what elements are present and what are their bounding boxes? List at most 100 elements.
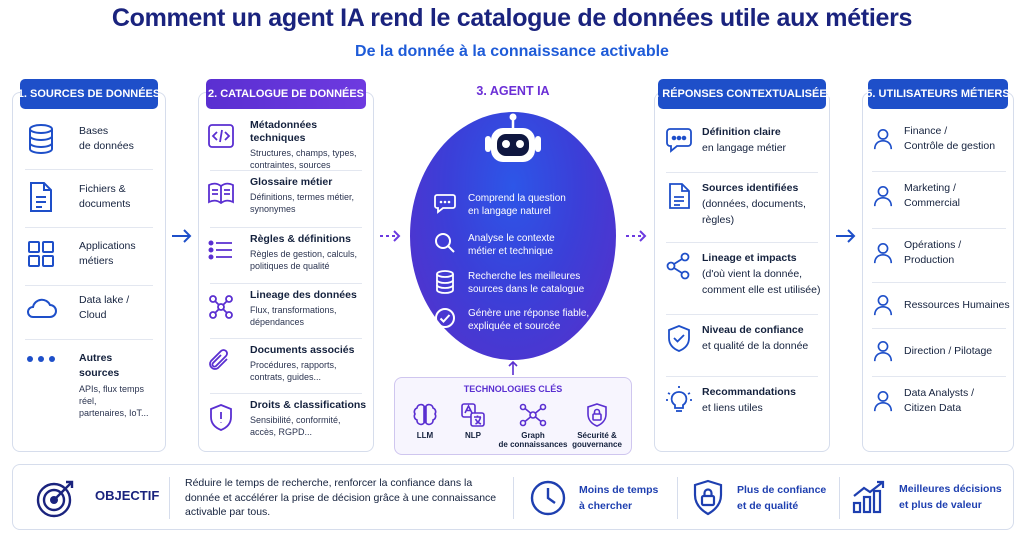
cloud-icon	[25, 296, 57, 320]
user-label: Opérations / Production	[904, 239, 962, 266]
reponse-item-title: Définition claire	[702, 126, 781, 138]
source-item-apps: Applications métiers	[25, 239, 153, 269]
catalogue-icon-wrap	[206, 348, 236, 376]
user-icon-wrap	[870, 240, 896, 266]
brain-icon	[413, 403, 437, 426]
user-label: Direction / Pilotage	[904, 344, 993, 357]
reponse-item: Sources identifiées(données, documents, …	[664, 180, 826, 228]
reponse-item: Définition claire en langage métier	[664, 124, 826, 156]
divider	[210, 283, 362, 284]
reponse-item: Lineage et impacts (d'où vient la donnée,…	[664, 250, 826, 298]
source-item-files: Fichiers & documents	[25, 181, 153, 213]
divider	[210, 393, 362, 394]
reponse-item-title: Sources identifiées	[702, 182, 799, 194]
divider	[666, 314, 818, 315]
robot-icon	[485, 113, 541, 162]
utilisateurs-panel: 5. UTILISATEURS MÉTIERS	[862, 79, 1014, 452]
agent-step-search: Recherche les meilleures sources dans le…	[432, 270, 612, 296]
reponse-icon-wrap	[664, 126, 694, 154]
source-item-databases: Bases de données	[25, 123, 153, 155]
divider	[839, 477, 840, 519]
objectif-label: OBJECTIF	[95, 488, 160, 503]
lineage-icon	[209, 295, 233, 319]
catalogue-panel: 2. CATALOGUE DE DONNÉES	[198, 79, 374, 452]
source-item-other: Autres sources APIs, flux temps réel, pa…	[25, 351, 153, 419]
tech-llm: LLM	[397, 402, 453, 440]
divider	[677, 477, 678, 519]
technologies-title: TECHNOLOGIES CLÉS	[463, 384, 563, 394]
reponse-item-desc: (d'où vient la donnée, comment elle est …	[702, 268, 821, 296]
reponse-item-desc: et liens utiles	[702, 402, 763, 414]
catalogue-item-title: Métadonnées techniques	[250, 119, 318, 144]
divider	[25, 227, 153, 228]
chat-icon	[666, 128, 692, 153]
catalogue-item-desc: Définitions, termes métier, synonymes	[250, 192, 355, 214]
agent-step-text: Analyse le contexte métier et technique	[468, 233, 555, 257]
source-label: Fichiers & documents	[79, 183, 131, 210]
tech-graph: Graph de connaissances	[499, 402, 567, 449]
catalogue-item-desc: Sensibilité, conformité, accès, RGPD...	[250, 415, 341, 437]
user-icon-wrap	[870, 292, 896, 318]
objectif-text: Réduire le temps de recherche, renforcer…	[185, 477, 497, 518]
divider	[513, 477, 514, 519]
reponse-item-title: Lineage et impacts	[702, 252, 797, 264]
page-subtitle: De la donnée à la connaissance activable	[355, 43, 669, 60]
file-icon	[25, 181, 57, 213]
reponses-header: 4. RÉPONSES CONTEXTUALISÉES	[650, 79, 834, 109]
dots-icon	[25, 351, 57, 366]
tech-label: LLM	[416, 431, 434, 440]
page-title: Comment un agent IA rend le catalogue de…	[111, 4, 913, 32]
user-icon	[873, 129, 893, 150]
catalogue-header: 2. CATALOGUE DE DONNÉES	[206, 79, 366, 109]
reponse-item-desc: en langage métier	[702, 142, 787, 154]
search-icon	[432, 232, 458, 254]
user-icon-wrap	[870, 126, 896, 152]
lock-icon	[587, 403, 607, 427]
agent-step-text: Génère une réponse fiable, expliquée et …	[468, 308, 590, 332]
paperclip-icon	[209, 349, 228, 370]
divider	[210, 338, 362, 339]
lightbulb-icon	[666, 386, 692, 412]
divider	[666, 376, 818, 377]
list-icon	[208, 240, 232, 260]
user-item: Opérations / Production	[870, 238, 1012, 268]
reponse-text: Lineage et impacts (d'où vient la donnée,…	[702, 250, 820, 298]
tech-label: Graph de connaissances	[498, 431, 568, 449]
tech-nlp: NLP	[445, 402, 501, 440]
catalogue-icon-wrap	[206, 123, 236, 151]
reponse-icon-wrap	[664, 386, 694, 414]
agent-step-text: Comprend la question en langage naturel	[468, 193, 566, 217]
file-icon	[669, 183, 690, 209]
sources-panel: 1. SOURCES DE DONNÉES Bases de données F…	[12, 79, 166, 452]
lock-shield-icon	[693, 479, 723, 516]
user-icon	[873, 243, 893, 264]
divider	[25, 169, 153, 170]
flow-arrow-icon	[836, 229, 856, 243]
reponse-text: Définition claire en langage métier	[702, 124, 786, 156]
shield-check-icon	[668, 325, 690, 352]
divider	[872, 171, 1006, 172]
check-circle-icon	[432, 307, 458, 329]
catalogue-icon-wrap	[206, 293, 236, 321]
user-label: Finance / Contrôle de gestion	[904, 125, 996, 152]
user-label: Marketing / Commercial	[904, 182, 961, 209]
source-item-cloud: Data lake / Cloud	[25, 293, 153, 323]
divider	[169, 477, 170, 519]
benefit-trust: Plus de confiance et de qualité	[691, 479, 826, 517]
apps-grid-icon	[25, 240, 57, 268]
user-icon	[873, 295, 893, 316]
catalogue-item-desc: Flux, transformations, dépendances	[250, 305, 337, 327]
source-sub: APIs, flux temps réel, partenaires, IoT.…	[79, 384, 149, 418]
user-item: Marketing / Commercial	[870, 181, 1012, 211]
reponse-icon-wrap	[664, 252, 694, 280]
source-label: Applications métiers	[79, 240, 136, 267]
tech-label: NLP	[465, 431, 481, 440]
